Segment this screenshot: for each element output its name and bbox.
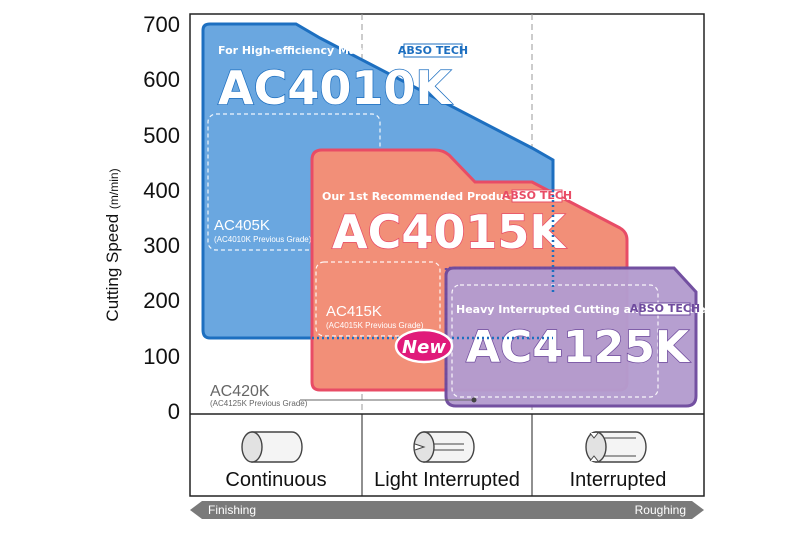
label-ac4010k: AC4010K [218,61,453,115]
direction-right-label: Roughing [635,503,686,517]
y-tick-labels: 700 600 500 400 300 200 100 0 [143,12,180,424]
prev-grade-ac415k: AC415K [326,303,382,320]
prev-grade-note-ac420k: (AC4125K Previous Grade) [210,399,308,408]
y-tick-700: 700 [143,12,180,37]
subtitle-ac4010k: For High-efficiency Machining [218,44,402,57]
category-continuous: Continuous [225,469,326,491]
prev-grade-ac420k-dot [471,397,477,403]
svg-text:ABSO TECH: ABSO TECH [630,302,700,315]
y-tick-400: 400 [143,178,180,203]
svg-text:ABSO TECH: ABSO TECH [502,189,572,202]
continuous-cylinder-icon [241,431,303,463]
y-axis-label: Cutting Speed (m/min) [103,168,122,321]
light-interrupted-cylinder-icon [413,431,475,463]
label-ac4015k: AC4015K [332,205,567,259]
prev-grade-ac405k: AC405K [214,217,270,234]
y-tick-600: 600 [143,67,180,92]
label-ac4125k: AC4125K [466,322,691,373]
brand-badge-ac4015k: ABSO TECH [502,189,572,203]
direction-left-label: Finishing [208,503,256,517]
prev-grade-note-ac415k: (AC4015K Previous Grade) [326,321,424,330]
region-ac4125k [444,266,698,408]
brand-badge-ac4125k: ABSO TECH [630,302,700,316]
y-tick-200: 200 [143,288,180,313]
category-interrupted: Interrupted [570,469,667,491]
new-badge: New [394,328,454,364]
prev-grade-box-ac415k [315,261,441,337]
svg-text:New: New [402,337,446,358]
prev-grade-ac420k: AC420K [210,383,270,400]
subtitle-ac4125k: Heavy Interrupted Cutting and Unstable C… [456,303,755,316]
y-tick-500: 500 [143,123,180,148]
prev-grade-box-ac405k [207,113,381,251]
interrupted-cylinder-icon [585,431,647,463]
direction-arrow [190,501,704,519]
y-tick-300: 300 [143,233,180,258]
svg-text:ABSO TECH: ABSO TECH [398,44,468,57]
y-tick-100: 100 [143,344,180,369]
subtitle-ac4015k: Our 1st Recommended Product for Machinin… [322,190,665,203]
brand-badge-ac4010k: ABSO TECH [398,43,468,58]
category-light-interrupted: Light Interrupted [374,469,520,491]
y-tick-0: 0 [168,399,180,424]
prev-grade-note-ac405k: (AC4010K Previous Grade) [214,235,312,244]
